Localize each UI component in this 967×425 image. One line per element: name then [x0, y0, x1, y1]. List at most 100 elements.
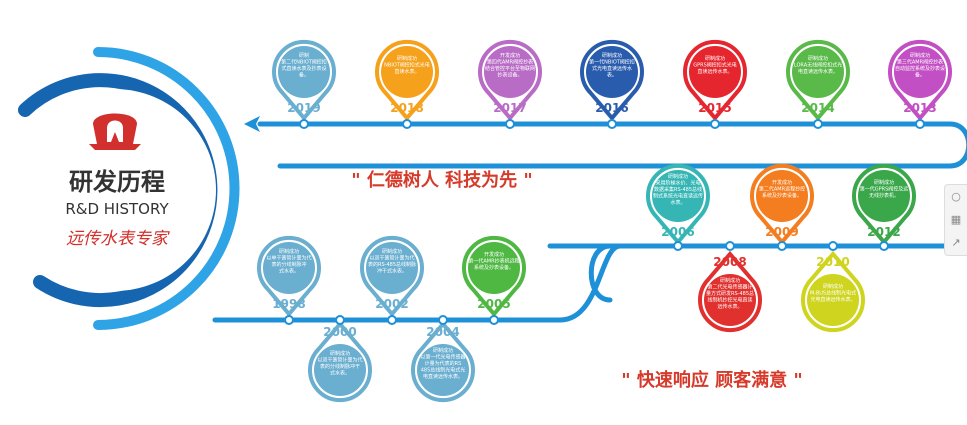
milestone-year: 2019 [287, 101, 320, 115]
milestone-description: 研制成功 [720, 277, 740, 284]
milestone-description: 电直读远传水表。 [798, 68, 838, 75]
timeline-dot [725, 241, 735, 251]
milestone-description: 第一代NBIOT阀控扣 [589, 59, 635, 66]
milestone-description: 研制 [299, 52, 309, 59]
milestone-description: 备。 [299, 72, 309, 79]
milestone-disc [586, 46, 638, 98]
milestone-2008: 研制成功第二代光电传感器计量方式研发RS-485总线制机抄控光电直读远传水表。2… [698, 241, 762, 333]
milestone-description: 直读远传水表。 [697, 68, 732, 75]
milestone-description: 研制成功 [808, 55, 828, 62]
milestone-description: 表的RS-485总线制脉 [368, 261, 416, 268]
milestone-description: 计量为代表的RS [425, 360, 462, 367]
milestone-year: 2004 [426, 325, 459, 339]
milestone-year: 2000 [323, 325, 356, 339]
milestone-description: 第三代AMR阀控抄表 [897, 59, 943, 66]
milestone-year: 2012 [867, 225, 900, 239]
outer-ring-arc [93, 47, 240, 330]
milestone-disc [792, 46, 844, 98]
timeline-dot [335, 315, 345, 325]
milestone-description: 系统及抄表设备。 [762, 192, 802, 199]
milestone-description: 冲干式水表。 [377, 268, 407, 275]
milestone-description: 研制成功 [602, 52, 622, 59]
milestone-description: 研制成功 [910, 52, 930, 59]
share-icon[interactable]: ↗ [951, 236, 961, 250]
milestone-disc [704, 274, 756, 326]
milestone-description: 备。 [915, 72, 925, 79]
milestone-description: 以第一代光电传感器 [420, 354, 465, 361]
milestone-description: 第一代GPRS阀控及远 [860, 186, 909, 193]
milestone-2004: 研制成功以第一代光电传感器计量为代表的RS485总线制光电式光电直读远传水表。2… [411, 315, 475, 403]
header-badge: 研发历程 R&D HISTORY 远传水表专家 [14, 47, 240, 330]
milestone-description: 远传水表。 [717, 303, 742, 310]
milestone-description: 研制成功 [874, 179, 894, 186]
milestone-description: 式直读水表及抄表设 [281, 65, 326, 72]
timeline-path [212, 121, 967, 323]
milestone-year: 2005 [477, 297, 510, 311]
milestone-description: 第二代AMR远程抄控 [759, 186, 805, 193]
milestone-description: 研制成功 [668, 173, 688, 180]
milestone-description: 第二代光电传感器计 [707, 284, 752, 291]
milestone-description: 无线抄表机。 [869, 192, 899, 199]
milestone-description: LORA无线阀控扣式光 [794, 62, 842, 69]
milestone-disc [807, 274, 859, 326]
timeline-dot [438, 315, 448, 325]
milestone-disc [278, 46, 330, 98]
chat-icon[interactable]: ○ [951, 189, 961, 203]
milestone-description: 研制成功 [279, 248, 299, 255]
milestone-description: 以单干簧管计量为代 [266, 255, 311, 262]
timeline-dot [607, 119, 617, 129]
milestone-disc [756, 170, 808, 222]
milestone-year: 2002 [375, 297, 408, 311]
milestone-description: 式水表。 [330, 370, 350, 377]
timeline-dot [284, 315, 294, 325]
milestone-year: 2015 [698, 101, 731, 115]
milestone-description: 485总线制光电式光 [421, 367, 466, 374]
milestone-disc [366, 242, 418, 294]
timeline-arrow-icon [244, 116, 260, 132]
milestone-description: 电直读远传水表。 [423, 373, 463, 380]
milestone-year: 2009 [765, 225, 798, 239]
milestone-description: 线制机抄控光电直读 [707, 297, 752, 304]
milestone-description: 直读水表。 [394, 68, 419, 75]
milestone-description: 研制成功 [330, 350, 350, 357]
milestone-description: 研制成功 [382, 248, 402, 255]
milestone-disc [263, 242, 315, 294]
milestone-description: 光电直读远传水表。 [810, 296, 855, 303]
milestone-disc [381, 46, 433, 98]
milestone-disc [652, 170, 704, 222]
milestone-disc [417, 344, 469, 396]
company-logo-icon [89, 113, 141, 150]
milestone-description: 采用阶梯水价、光电 [655, 180, 700, 187]
milestone-description: 以双干簧管计量为代 [317, 357, 362, 364]
milestone-description: NBIOT阀控扣式光电 [384, 62, 430, 69]
title-en: R&D HISTORY [65, 200, 169, 218]
timeline-dot [828, 241, 838, 251]
milestone-group: 研制第二代NBIOT阀控扣式直读水表及抄表设备。2019研制成功NBIOT阀控扣… [257, 39, 952, 403]
milestone-description: 第二代NBIOT阀控扣 [281, 59, 327, 66]
milestone-description: 开发成功 [484, 251, 504, 258]
side-toolbar: ○ ▦ ↗ [944, 184, 967, 256]
milestone-disc [858, 170, 910, 222]
qr-code-icon[interactable]: ▦ [950, 212, 962, 226]
milestone-description: 式光电直读远传水 [592, 65, 632, 72]
milestone-disc [689, 46, 741, 98]
milestone-disc [314, 344, 366, 396]
milestone-description: 制式系统光电直读远传 [653, 193, 703, 200]
milestone-description: 式水表。 [279, 268, 299, 275]
timeline-dot [915, 119, 925, 129]
milestone-description: 表的分线制脉冲干 [320, 363, 360, 370]
slogan-1: " 仁德树人 科技为先 " [351, 169, 533, 191]
milestone-description: 研制成功 [397, 55, 417, 62]
milestone-description: 第一代AMR抄表机远程 [468, 258, 519, 265]
milestone-year: 2018 [390, 101, 423, 115]
slogan-2: " 快速响应 顾客满意 " [621, 369, 803, 391]
milestone-year: 2008 [713, 255, 746, 269]
timeline-dot [710, 119, 720, 129]
